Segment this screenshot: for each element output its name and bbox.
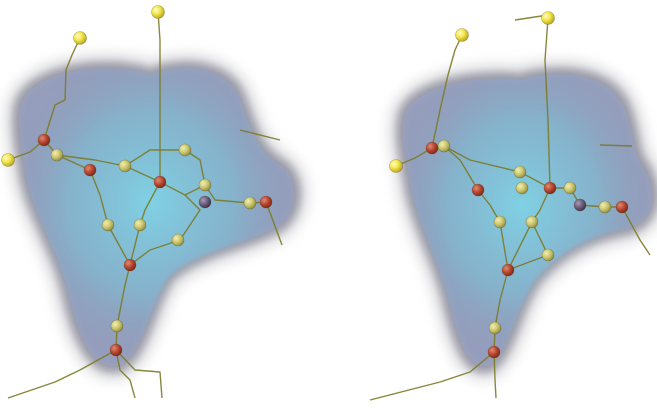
edge-4 — [431, 145, 479, 191]
edge-17 — [239, 129, 281, 141]
left-panel — [1, 5, 310, 399]
olive-node-17 — [110, 319, 124, 333]
olive-node-4 — [50, 148, 64, 162]
purple-node-10 — [573, 198, 587, 212]
olive-node-9 — [563, 181, 577, 195]
olive-node-13 — [101, 218, 115, 232]
edge-14 — [493, 351, 497, 399]
red-node-16 — [501, 263, 515, 277]
yellow-node-0 — [455, 28, 469, 42]
edge-3 — [395, 147, 433, 167]
yellow-node-2 — [389, 159, 403, 173]
edge-15 — [115, 349, 163, 399]
olive-node-9 — [198, 178, 212, 192]
olive-node-6 — [118, 159, 132, 173]
edge-0 — [43, 37, 81, 141]
edge-9 — [204, 184, 267, 204]
olive-node-15 — [171, 233, 185, 247]
olive-node-13 — [493, 215, 507, 229]
edge-1 — [157, 11, 161, 182]
right-network — [369, 11, 651, 401]
red-node-5 — [471, 183, 485, 197]
olive-node-11 — [243, 196, 257, 210]
olive-node-8 — [515, 181, 529, 195]
olive-node-14 — [525, 215, 539, 229]
red-node-7 — [153, 175, 167, 189]
left-network — [1, 5, 283, 399]
edge-15 — [599, 144, 633, 147]
red-node-18 — [487, 345, 501, 359]
red-node-5 — [83, 163, 97, 177]
edge-16 — [115, 349, 136, 399]
edge-5 — [443, 145, 551, 189]
red-node-3 — [37, 133, 51, 147]
olive-node-17 — [488, 321, 502, 335]
red-node-12 — [259, 195, 273, 209]
edge-10 — [265, 201, 283, 246]
olive-node-14 — [133, 218, 147, 232]
red-node-7 — [543, 181, 557, 195]
edge-6 — [477, 189, 509, 271]
edge-5 — [89, 169, 131, 266]
yellow-node-0 — [73, 31, 87, 45]
olive-node-15 — [541, 248, 555, 262]
olive-node-6 — [513, 165, 527, 179]
edge-11 — [494, 269, 509, 329]
red-node-3 — [425, 141, 439, 155]
red-node-18 — [109, 343, 123, 357]
olive-node-4 — [437, 139, 451, 153]
blob-core — [19, 68, 295, 366]
red-node-16 — [123, 258, 137, 272]
edge-9 — [621, 206, 651, 256]
red-node-12 — [615, 200, 629, 214]
edge-6 — [129, 181, 161, 266]
edge-12 — [116, 264, 131, 327]
right-panel — [369, 11, 657, 401]
edge-4 — [56, 154, 161, 183]
edge-0 — [431, 34, 463, 149]
purple-node-10 — [198, 195, 212, 209]
edge-7 — [507, 187, 551, 271]
yellow-node-1 — [541, 11, 555, 25]
yellow-node-2 — [1, 153, 15, 167]
left-blob — [4, 53, 310, 381]
edge-14 — [7, 349, 117, 399]
edge-1 — [544, 17, 551, 189]
edge-13 — [369, 351, 495, 401]
edge-2 — [7, 139, 45, 161]
olive-node-11 — [598, 200, 612, 214]
olive-node-8 — [178, 143, 192, 157]
yellow-node-1 — [151, 5, 165, 19]
